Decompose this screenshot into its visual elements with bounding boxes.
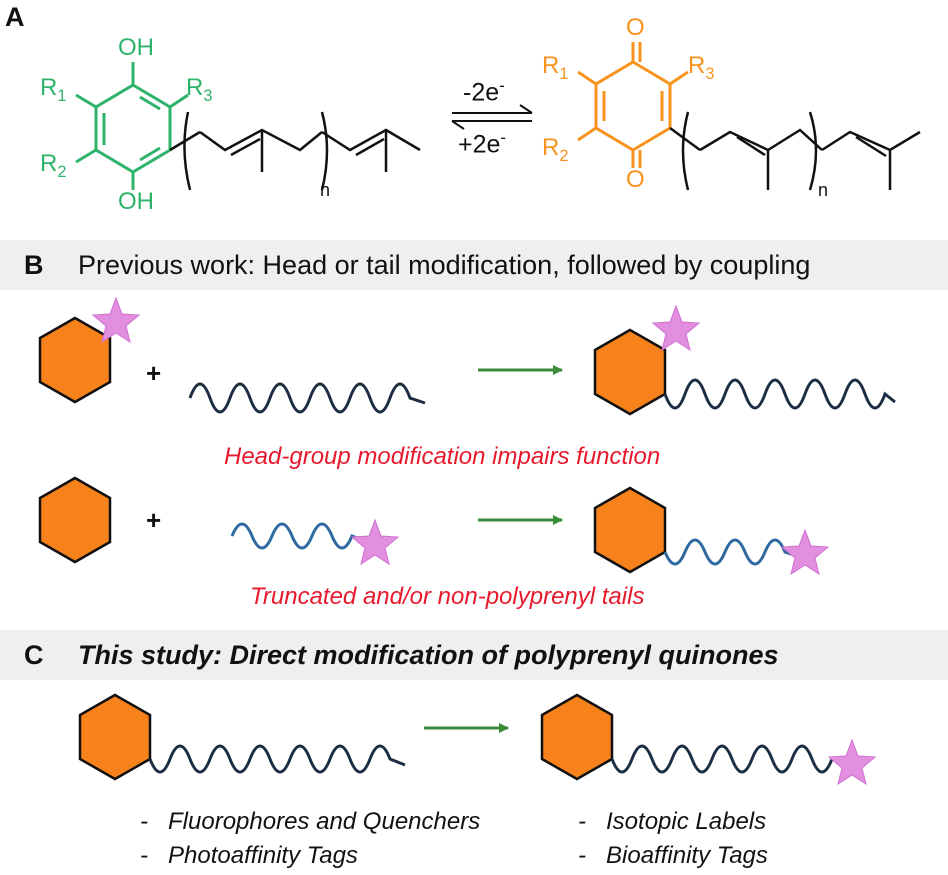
hydroquinone-tail [169, 111, 421, 191]
bullet-item: - Isotopic Labels [578, 808, 767, 835]
oxidation-label: -2e- [463, 76, 505, 107]
quinone-structure [577, 42, 689, 168]
panel-a-letter: A [5, 2, 25, 32]
quinone-head-hexagon [78, 693, 152, 781]
quinone-head-hexagon [593, 328, 667, 416]
plus-sign: + [146, 505, 162, 535]
r2-label: R2 [542, 134, 569, 165]
quinone-head-hexagon [38, 316, 112, 404]
tag-star [350, 518, 400, 566]
quinone-head-hexagon [38, 476, 112, 564]
reduction-label: +2e- [458, 128, 507, 159]
panel-c-header-bar [0, 630, 948, 680]
oh-top-label: OH [118, 34, 154, 61]
tag-star [91, 296, 141, 344]
o-top-label: O [626, 14, 645, 41]
panel-b-letter: B [24, 250, 44, 280]
plus-sign: + [146, 358, 162, 388]
oh-bottom-label: OH [118, 188, 154, 215]
quinone-head-hexagon [540, 693, 614, 781]
panel-b-header-bar [0, 240, 948, 290]
polyprenyl-tail [610, 744, 853, 774]
polyprenyl-tail [148, 744, 406, 774]
truncated-tail [663, 538, 804, 566]
panel-c-header: This study: Direct modification of polyp… [78, 640, 779, 670]
repeat-n-label: n [818, 180, 829, 200]
quinone-tail [669, 111, 921, 191]
tag-star [780, 528, 830, 576]
r2-label: R2 [40, 150, 67, 181]
o-bottom-label: O [626, 166, 645, 193]
hydroquinone-structure [75, 62, 189, 190]
panel-b-header: Previous work: Head or tail modification… [78, 250, 811, 280]
tag-star [827, 738, 877, 786]
tail-modification-note: Truncated and/or non-polyprenyl tails [250, 583, 645, 610]
head-modification-note: Head-group modification impairs function [224, 443, 661, 470]
redox-equilibrium-arrows [451, 104, 533, 130]
polyprenyl-tail [663, 378, 896, 410]
tag-star [651, 304, 701, 352]
bullet-item: - Fluorophores and Quenchers [140, 808, 481, 835]
r3-label: R3 [186, 74, 213, 105]
panel-c-letter: C [24, 640, 44, 670]
repeat-n-label: n [320, 180, 331, 200]
truncated-tail [230, 522, 373, 550]
bullet-item: - Photoaffinity Tags [140, 842, 358, 869]
r1-label: R1 [40, 74, 67, 105]
r3-label: R3 [688, 52, 715, 83]
quinone-head-hexagon [593, 486, 667, 574]
r1-label: R1 [542, 52, 569, 83]
polyprenyl-tail [188, 382, 426, 414]
bullet-item: - Bioaffinity Tags [578, 842, 768, 869]
